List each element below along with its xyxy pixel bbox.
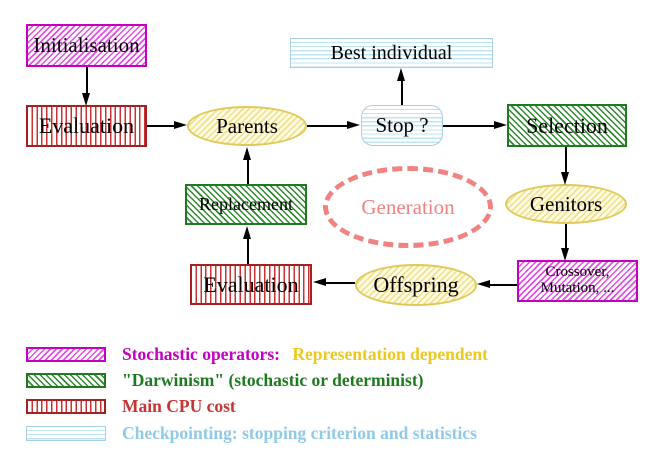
legend-row-checkpointing: Checkpointing: stopping criterion and st… <box>26 423 477 443</box>
node-generation-label: Generation <box>361 194 455 219</box>
legend-label-checkpointing: Checkpointing: stopping criterion and st… <box>122 422 477 443</box>
node-initialisation: Initialisation <box>26 24 147 67</box>
node-replacement: Replacement <box>185 184 307 225</box>
legend-swatch-darwinism <box>26 372 106 388</box>
legend-row-darwinism: "Darwinism" (stochastic or determinist) <box>26 370 424 390</box>
node-genitors: Genitors <box>505 184 627 224</box>
legend-label-darwinism: "Darwinism" (stochastic or determinist) <box>122 369 424 390</box>
node-crossover-mutation: Crossover, Mutation, ... <box>517 260 638 302</box>
legend-row-stochastic-operators: Stochastic operators: Representation dep… <box>26 344 488 364</box>
node-genitors-label: Genitors <box>529 191 603 216</box>
legend-swatch-main-cpu-cost <box>26 398 106 414</box>
legend-swatch-checkpointing <box>26 425 106 441</box>
node-evaluation-top: Evaluation <box>26 105 147 147</box>
node-crossover-line2: Mutation, ... <box>540 280 615 296</box>
legend-label-representation-dependent: Representation dependent <box>292 343 488 364</box>
node-parents-label: Parents <box>216 113 278 138</box>
node-evaluation-top-label: Evaluation <box>38 113 135 139</box>
legend-swatch-stochastic-operators <box>26 346 106 362</box>
node-best-individual-label: Best individual <box>330 41 453 64</box>
legend-label-stochastic-primary: Stochastic operators: <box>122 343 280 364</box>
legend-label-main-cpu-cost: Main CPU cost <box>122 395 236 416</box>
node-evaluation-bottom-label: Evaluation <box>203 271 299 297</box>
node-crossover-line1: Crossover, <box>545 264 610 281</box>
node-initialisation-label: Initialisation <box>33 33 140 58</box>
node-stop-label: Stop ? <box>375 113 429 138</box>
node-offspring-label: Offspring <box>373 272 459 298</box>
node-selection-label: Selection <box>526 112 608 138</box>
node-parents: Parents <box>187 106 307 146</box>
node-best-individual: Best individual <box>290 38 493 68</box>
node-selection: Selection <box>507 104 627 147</box>
legend-row-main-cpu-cost: Main CPU cost <box>26 396 236 416</box>
node-offspring: Offspring <box>355 264 477 306</box>
node-evaluation-bottom: Evaluation <box>190 264 312 305</box>
node-stop: Stop ? <box>361 105 443 146</box>
legend-label-stochastic-operators: Stochastic operators: Representation dep… <box>122 344 488 365</box>
node-replacement-label: Replacement <box>199 194 293 215</box>
node-generation: Generation <box>323 166 493 248</box>
